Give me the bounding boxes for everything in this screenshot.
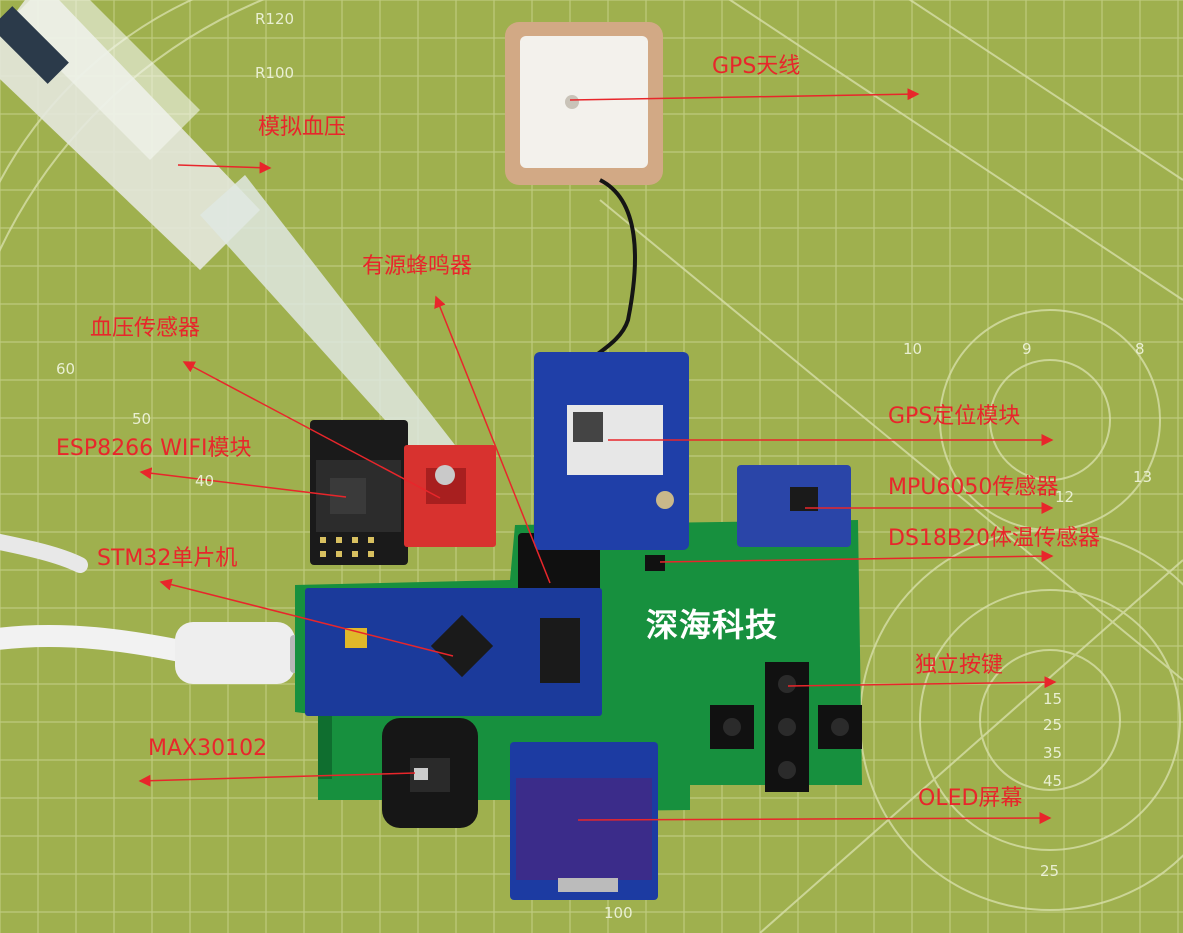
label-gps-antenna: GPS天线 [712,54,801,79]
mat-mark: 100 [604,904,633,922]
label-bp-sensor: 血压传感器 [90,316,201,341]
mat-mark: 13 [1133,468,1153,486]
syringe [0,0,455,470]
mat-mark: 45 [1043,772,1063,790]
label-ds18b20: DS18B20体温传感器 [888,526,1100,551]
label-esp8266: ESP8266 WIFI模块 [56,436,252,461]
mat-mark: 15 [1043,690,1063,708]
mat-mark: 35 [1043,744,1063,762]
oled-module [510,742,658,900]
bp-sensor-module [404,445,496,547]
label-keys: 独立按键 [915,653,1004,678]
mat-mark: 10 [903,340,923,358]
brand-text: 深海科技 [646,606,779,644]
label-stm32: STM32单片机 [97,546,238,571]
mat-mark: 50 [132,410,152,428]
label-oled: OLED屏幕 [918,786,1023,811]
label-simulated-bp: 模拟血压 [258,115,347,140]
mat-mark: R100 [255,64,295,82]
button-cluster [710,662,862,792]
mat-mark: 25 [1043,716,1063,734]
gps-module [534,352,689,550]
annotation-arrows [138,88,1057,825]
label-max30102: MAX30102 [148,736,268,761]
mpu6050-module [737,465,851,547]
mat-mark: R120 [255,10,295,28]
mat-mark: 12 [1055,488,1075,506]
mat-mark: 25 [1040,862,1060,880]
stm32-board [305,588,602,716]
label-active-buzzer: 有源蜂鸣器 [362,254,473,279]
ds18b20-sensor [645,555,665,571]
mat-mark: 9 [1022,340,1032,358]
esp8266-module [310,420,408,565]
label-gps-module: GPS定位模块 [888,404,1021,429]
mat-mark: 60 [56,360,76,378]
max30102-module [382,718,478,828]
label-mpu6050: MPU6050传感器 [888,475,1059,500]
mat-mark: 8 [1135,340,1145,358]
mat-mark: 40 [195,472,215,490]
